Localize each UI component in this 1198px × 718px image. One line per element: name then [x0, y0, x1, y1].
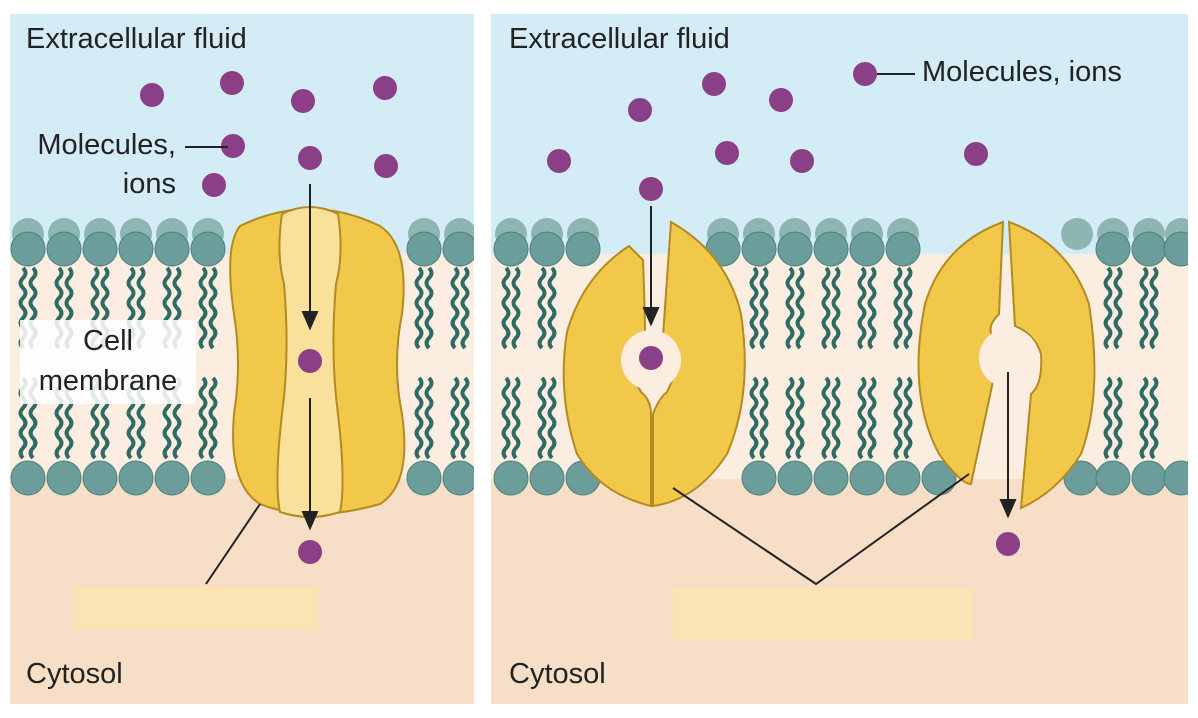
- molecule-icon: [221, 134, 245, 158]
- molecule-icon: [373, 76, 397, 100]
- carrier-protein-label-blank: [673, 588, 973, 640]
- molecule-icon: [853, 62, 877, 86]
- molecule-icon: [769, 88, 793, 112]
- channel-protein-panel: Extracellular fluid Molecules, ions Cell…: [10, 14, 474, 704]
- phospholipid-heads-bottom: [10, 460, 474, 496]
- molecule-icon: [790, 149, 814, 173]
- molecule-icon: [639, 346, 663, 370]
- carrier-binding-site: [979, 328, 1039, 388]
- arrow-down-icon: [301, 511, 319, 531]
- molecule-icon: [202, 173, 226, 197]
- leader-carrier-proteins: [672, 473, 970, 586]
- molecules-label-line1: Molecules,: [37, 129, 176, 161]
- molecule-icon: [639, 177, 663, 201]
- molecules: [140, 71, 398, 564]
- flow-arrows: [642, 206, 1017, 519]
- molecule-icon: [547, 149, 571, 173]
- extracellular-label: Extracellular fluid: [509, 23, 730, 55]
- cell-membrane-label-box: [20, 320, 196, 404]
- molecule-icon: [298, 349, 322, 373]
- cell-membrane-label-line1: Cell: [83, 325, 133, 357]
- molecules: [547, 62, 1020, 556]
- arrow-down-icon: [301, 311, 319, 331]
- molecule-icon: [140, 83, 164, 107]
- molecule-icon: [374, 154, 398, 178]
- molecule-icon: [996, 532, 1020, 556]
- molecule-icon: [291, 89, 315, 113]
- phospholipid-heads-bottom: [493, 460, 1188, 496]
- carrier-protein-open-inside: [917, 220, 1096, 510]
- molecule-icon: [298, 540, 322, 564]
- cell-membrane-label-line2: membrane: [38, 365, 178, 397]
- arrow-down-icon: [642, 307, 660, 327]
- carrier-protein-panel: Extracellular fluid Molecules, ions Cyto…: [491, 14, 1188, 704]
- extracellular-region: [491, 14, 1188, 254]
- cytosol-label: Cytosol: [509, 658, 606, 690]
- molecule-icon: [220, 71, 244, 95]
- extracellular-label: Extracellular fluid: [26, 23, 247, 55]
- channel-protein-illustration: [10, 14, 474, 704]
- molecule-icon: [702, 72, 726, 96]
- channel-protein-label-blank: [74, 587, 318, 630]
- carrier-protein-illustration: [491, 14, 1188, 704]
- flow-arrows: [301, 184, 319, 531]
- molecules-label-line2: ions: [122, 168, 176, 200]
- carrier-protein-half-right: [652, 220, 746, 508]
- carrier-protein-half-right: [1007, 220, 1096, 510]
- molecules-label: Molecules, ions: [922, 56, 1122, 88]
- extracellular-region: [10, 14, 474, 254]
- cytosol-label: Cytosol: [26, 658, 123, 690]
- phospholipid-heads-top: [10, 231, 474, 267]
- molecule-icon: [298, 146, 322, 170]
- molecule-icon: [964, 142, 988, 166]
- molecule-icon: [715, 141, 739, 165]
- arrow-down-icon: [999, 499, 1017, 519]
- leader-channel-protein: [205, 503, 261, 585]
- molecule-icon: [628, 98, 652, 122]
